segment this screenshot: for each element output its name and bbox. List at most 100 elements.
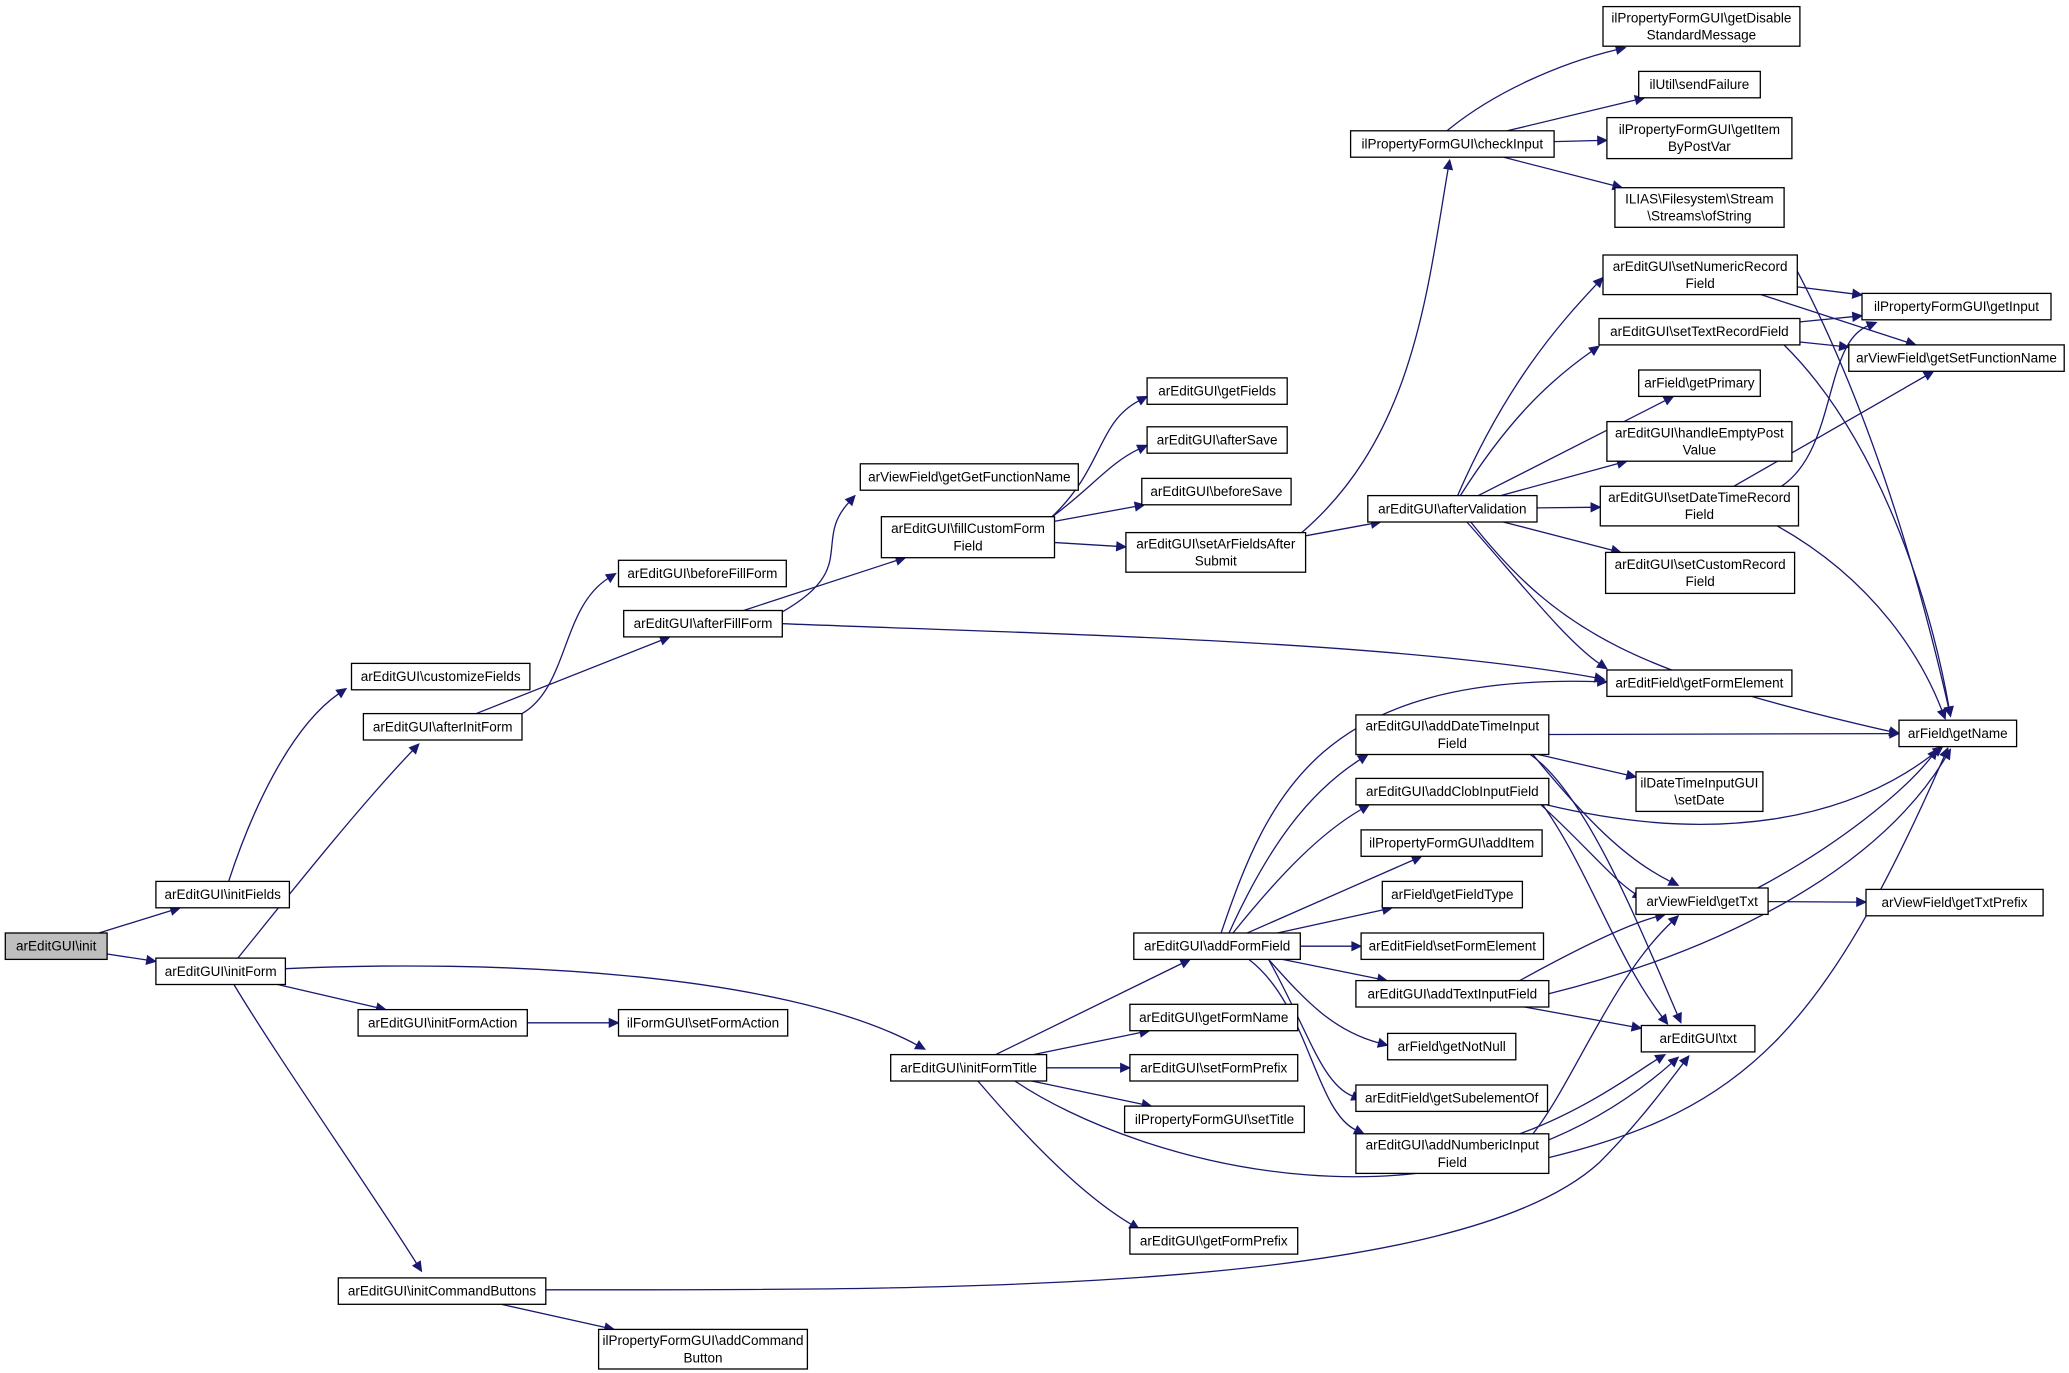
call-edge-initForm-to-initCommandButtons: [233, 984, 423, 1273]
node-getFieldType[interactable]: arField\getFieldType: [1381, 880, 1524, 909]
edge-arrowhead: [1865, 321, 1878, 331]
edge-arrowhead: [1939, 746, 1949, 759]
edge-line: [227, 693, 339, 882]
node-afterFillForm[interactable]: arEditGUI\afterFillForm: [623, 609, 783, 638]
node-beforeFillForm[interactable]: arEditGUI\beforeFillForm: [617, 559, 787, 588]
node-getFormPrefix[interactable]: arEditGUI\getFormPrefix: [1129, 1227, 1299, 1255]
node-getNotNull[interactable]: arField\getNotNull: [1386, 1032, 1517, 1061]
node-label: arEditGUI\setFormPrefix: [1140, 1060, 1287, 1075]
node-afterInitForm[interactable]: arEditGUI\afterInitForm: [362, 712, 523, 741]
node-box: [1360, 932, 1545, 961]
edge-arrowhead: [1667, 914, 1680, 927]
edge-arrowhead: [1179, 958, 1192, 969]
call-edge-addNumbericInputField-to-txt: [1519, 1053, 1667, 1135]
node-customizeFields[interactable]: arEditGUI\customizeFields: [350, 662, 531, 691]
node-ofString[interactable]: ILIAS\Filesystem\Stream\Streams\ofString: [1614, 187, 1785, 228]
edge-arrowhead: [1351, 941, 1363, 952]
call-edge-addFormField-to-getFieldType: [1277, 904, 1394, 934]
node-setTextRecordField[interactable]: arEditGUI\setTextRecordField: [1598, 317, 1801, 346]
edge-line: [501, 1303, 606, 1329]
node-box: [1638, 70, 1761, 99]
node-initCommandButtons[interactable]: arEditGUI\initCommandButtons: [337, 1277, 547, 1305]
edge-arrowhead: [1889, 728, 1901, 739]
node-getFields[interactable]: arEditGUI\getFields: [1146, 377, 1288, 405]
node-box: [880, 516, 1056, 559]
edge-arrowhead: [408, 743, 420, 755]
node-addTextInputField[interactable]: arEditGUI\addTextInputField: [1355, 979, 1550, 1008]
node-checkInput[interactable]: ilPropertyFormGUI\checkInput: [1349, 130, 1555, 158]
node-addItem[interactable]: ilPropertyFormGUI\addItem: [1360, 829, 1543, 857]
node-initFormTitle[interactable]: arEditGUI\initFormTitle: [890, 1053, 1048, 1082]
edge-arrowhead: [1588, 345, 1600, 357]
edge-line: [285, 965, 918, 1046]
node-box: [617, 559, 787, 588]
edge-line: [1268, 959, 1353, 1097]
node-initForm[interactable]: arEditGUI\initForm: [155, 957, 287, 986]
node-addFormField[interactable]: arEditGUI\addFormField: [1133, 932, 1301, 961]
node-getSubelementOf[interactable]: arEditField\getSubelementOf: [1355, 1084, 1549, 1113]
node-setFormPrefix[interactable]: arEditGUI\setFormPrefix: [1129, 1053, 1299, 1082]
edge-arrowhead: [1352, 1124, 1365, 1135]
edge-arrowhead: [1590, 502, 1602, 513]
node-addClobInputField[interactable]: arEditGUI\addClobInputField: [1355, 777, 1550, 806]
node-setFormAction[interactable]: ilFormGUI\setFormAction: [617, 1008, 789, 1037]
call-edge-initForm-to-afterInitForm: [237, 743, 420, 959]
node-initFormAction[interactable]: arEditGUI\initFormAction: [357, 1008, 528, 1037]
edge-arrowhead: [1662, 395, 1675, 406]
node-beforeSave[interactable]: arEditGUI\beforeSave: [1141, 477, 1292, 506]
edge-arrowhead: [1115, 541, 1128, 552]
node-setDate[interactable]: ilDateTimeInputGUI\setDate: [1635, 771, 1764, 813]
node-setFormElement[interactable]: arEditField\setFormElement: [1360, 932, 1545, 961]
node-setTitle[interactable]: ilPropertyFormGUI\setTitle: [1123, 1105, 1305, 1134]
node-getTxt[interactable]: arViewField\getTxt: [1635, 887, 1769, 916]
node-getFormElement[interactable]: arEditField\getFormElement: [1606, 669, 1793, 698]
node-getDisableStandardMessage[interactable]: ilPropertyFormGUI\getDisableStandardMess…: [1602, 5, 1801, 47]
edge-line: [1470, 521, 1891, 733]
node-box: [1602, 254, 1798, 296]
node-afterValidation[interactable]: arEditGUI\afterValidation: [1367, 494, 1538, 523]
call-edge-addFormField-to-getNotNull: [1268, 958, 1389, 1048]
edge-arrowhead: [913, 1040, 927, 1050]
node-getPrimary[interactable]: arField\getPrimary: [1638, 369, 1761, 398]
edge-line: [1548, 756, 1947, 995]
edge-arrowhead: [1597, 676, 1609, 687]
edge-arrowhead: [1136, 444, 1149, 455]
node-getTxtPrefix[interactable]: arViewField\getTxtPrefix: [1865, 888, 2044, 917]
node-label: arViewField\getGetFunctionName: [868, 470, 1070, 485]
node-box: [1606, 669, 1793, 698]
node-getGetFunctionName[interactable]: arViewField\getGetFunctionName: [859, 463, 1079, 491]
node-initFields[interactable]: arEditGUI\initFields: [155, 880, 291, 909]
node-getFormName[interactable]: arEditGUI\getFormName: [1129, 1003, 1299, 1032]
node-box: [350, 662, 531, 691]
edge-line: [1757, 756, 1933, 889]
node-afterSave[interactable]: arEditGUI\afterSave: [1146, 426, 1288, 454]
edge-line: [977, 1080, 1132, 1225]
edge-line: [1305, 523, 1372, 537]
call-edge-addFormField-to-addClobInputField: [1232, 804, 1371, 934]
node-box: [1129, 1003, 1299, 1032]
edge-line: [1503, 521, 1613, 551]
edge-line: [545, 1062, 1684, 1291]
node-box: [1355, 714, 1550, 756]
edge-arrowhead: [1936, 707, 1947, 720]
call-edge-initFormTitle-to-txt: [1014, 1056, 1680, 1178]
call-edge-addFormField-to-addDateTimeInputField: [1228, 753, 1369, 934]
node-getInput[interactable]: ilPropertyFormGUI\getInput: [1861, 292, 2052, 321]
node-label: arEditGUI\addNumbericInput: [1366, 1138, 1540, 1153]
node-box: [1129, 1227, 1299, 1255]
node-sendFailure[interactable]: ilUtil\sendFailure: [1638, 70, 1761, 99]
node-txt[interactable]: arEditGUI\txt: [1640, 1024, 1756, 1053]
node-label: ilPropertyFormGUI\getItem: [1619, 122, 1780, 137]
node-getSetFunctionName[interactable]: arViewField\getSetFunctionName: [1848, 344, 2065, 372]
node-getName[interactable]: arField\getName: [1898, 719, 2018, 748]
